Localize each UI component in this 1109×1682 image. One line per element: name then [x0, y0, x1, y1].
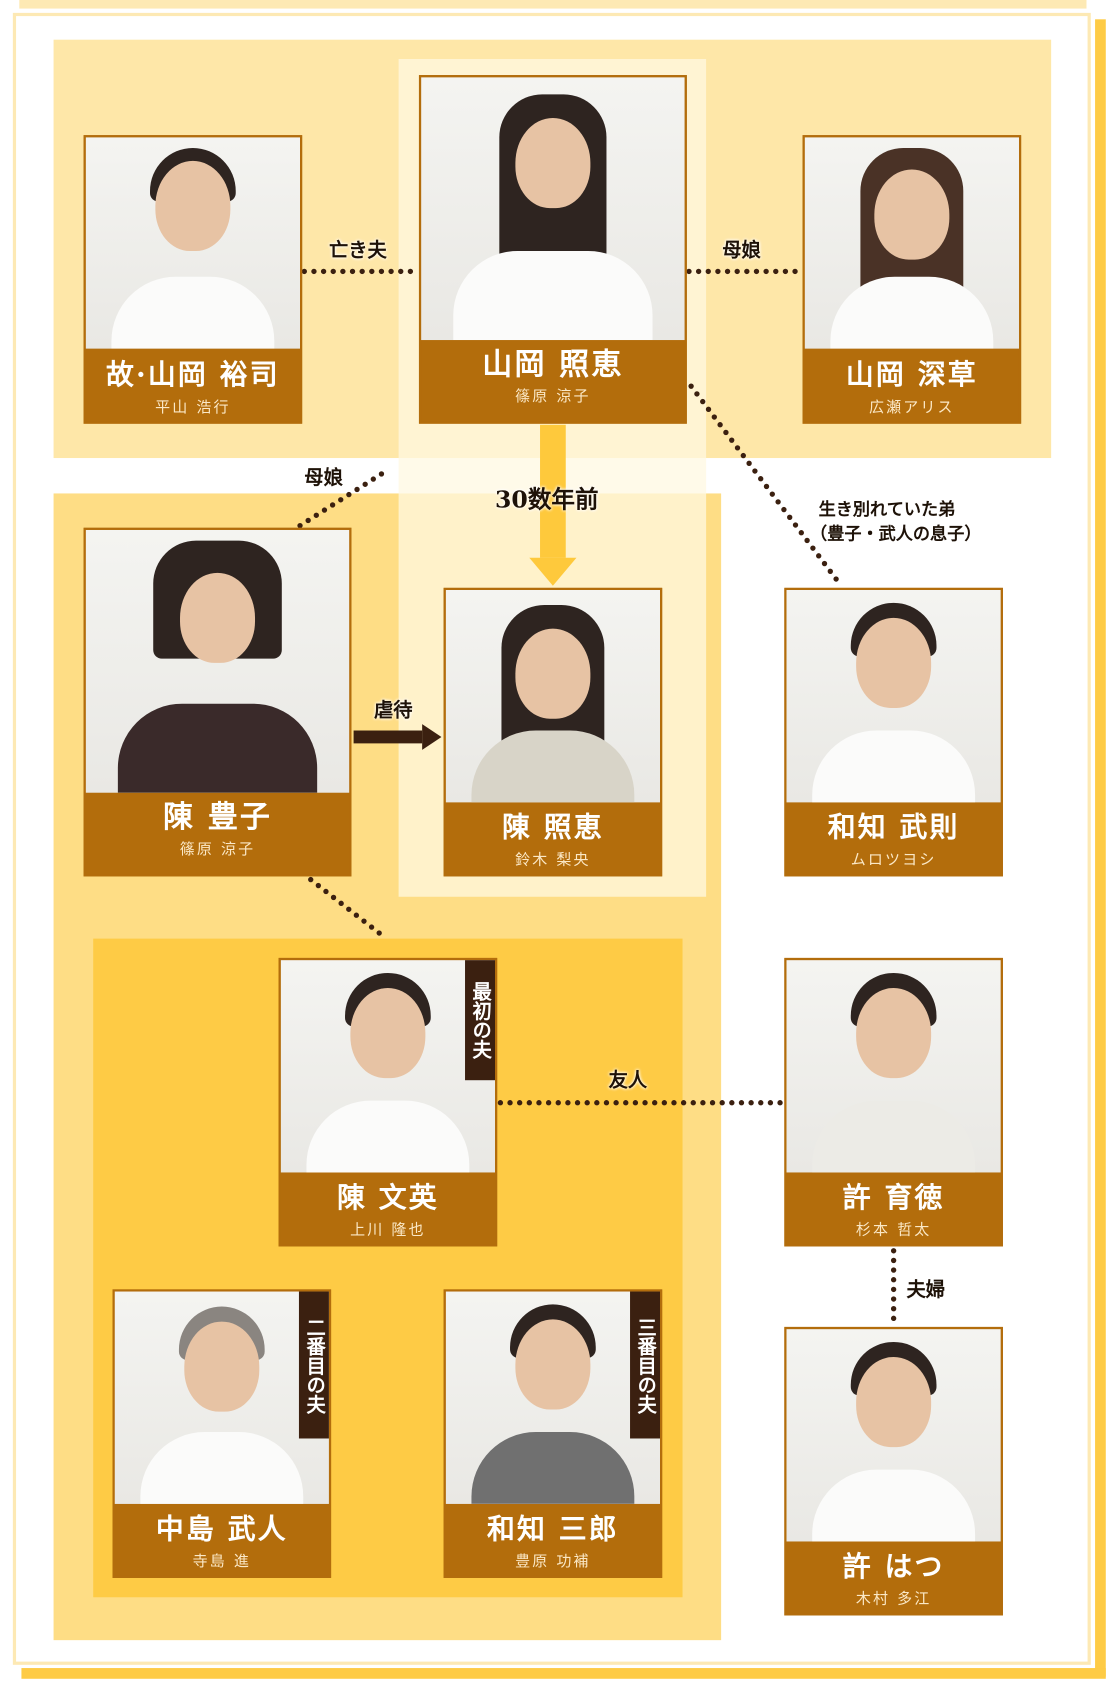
years-arrow-head: [529, 557, 577, 586]
role-tag: 三番目の夫: [630, 1291, 661, 1439]
character-name: 陳 豊子: [163, 799, 273, 835]
portrait: [114, 1291, 329, 1504]
frame-decoration: [1095, 19, 1106, 1677]
label-married: 夫婦: [906, 1278, 946, 1302]
actor-name: 杉本 哲太: [855, 1221, 932, 1239]
character-card-saburo[interactable]: 三番目の夫 和知 三郎豊原 功補: [443, 1289, 663, 1578]
character-card-takenori[interactable]: 和知 武則ムロツヨシ: [784, 587, 1003, 877]
character-card-toyoko[interactable]: 陳 豊子篠原 涼子: [83, 527, 352, 877]
portrait: [421, 77, 685, 341]
portrait: [445, 589, 661, 803]
character-card-miku[interactable]: 山岡 深草広瀬アリス: [802, 135, 1022, 424]
character-name: 許 育徳: [842, 1182, 945, 1215]
abuse-arrow-head: [422, 724, 442, 750]
character-name: 山岡 深草: [845, 359, 978, 392]
character-card-fumihide[interactable]: 最初の夫 陳 文英上川 隆也: [278, 957, 498, 1247]
years-arrow-shaft: [540, 424, 566, 558]
character-name: 許 はつ: [842, 1551, 945, 1584]
character-name: 故·山岡 裕司: [106, 359, 280, 392]
actor-name: 鈴木 梨央: [515, 851, 591, 869]
character-card-yuji[interactable]: 故·山岡 裕司平山 浩行: [83, 135, 303, 424]
actor-name: 広瀬アリス: [868, 399, 955, 417]
actor-name: 寺島 進: [192, 1553, 251, 1571]
label-abuse: 虐待: [373, 699, 413, 722]
label-brother-note: （豊子・武人の息子）: [810, 523, 982, 544]
character-name: 陳 照恵: [501, 812, 604, 845]
portrait: [804, 137, 1019, 349]
mother-daughter-line-2: [297, 467, 391, 529]
character-card-teruko-child[interactable]: 陳 照恵鈴木 梨央: [443, 587, 663, 877]
role-tag: 最初の夫: [465, 960, 496, 1081]
character-card-hatsu[interactable]: 許 はつ木村 多江: [784, 1326, 1003, 1616]
character-card-taketo[interactable]: 二番目の夫 中島 武人寺島 進: [112, 1289, 332, 1578]
character-name: 和知 武則: [827, 812, 960, 845]
character-name: 陳 文英: [336, 1182, 439, 1215]
portrait: [786, 1329, 1001, 1542]
label-mother-daughter-2: 母娘: [304, 466, 343, 490]
abuse-arrow-shaft: [353, 730, 423, 744]
character-card-ikutoku[interactable]: 許 育徳杉本 哲太: [784, 957, 1003, 1247]
character-card-teruko[interactable]: 山岡 照恵篠原 涼子: [418, 75, 687, 424]
portrait: [786, 960, 1001, 1173]
portrait: [85, 137, 301, 349]
portrait: [280, 960, 496, 1173]
label-years-ago: 30数年前: [495, 485, 599, 514]
actor-name: ムロツヨシ: [850, 851, 937, 869]
brother-line: [688, 383, 844, 589]
character-name: 山岡 照恵: [482, 346, 624, 382]
actor-name: 木村 多江: [855, 1590, 932, 1608]
portrait: [786, 589, 1001, 803]
character-name: 中島 武人: [155, 1513, 288, 1546]
actor-name: 豊原 功補: [515, 1553, 591, 1571]
portrait: [445, 1291, 661, 1504]
label-late-husband: 亡き夫: [328, 239, 387, 262]
role-tag: 二番目の夫: [298, 1291, 329, 1439]
frame-decoration: [19, 0, 1087, 9]
label-brother: 生き別れていた弟: [818, 498, 956, 520]
character-name: 和知 三郎: [486, 1513, 619, 1546]
actor-name: 平山 浩行: [155, 399, 231, 417]
actor-name: 篠原 涼子: [179, 840, 256, 859]
toyoko-fumihide-line: [308, 876, 387, 940]
actor-name: 上川 隆也: [350, 1221, 426, 1239]
label-friend: 友人: [608, 1069, 648, 1093]
actor-name: 篠原 涼子: [515, 388, 591, 406]
label-mother-daughter: 母娘: [722, 239, 761, 262]
portrait: [85, 529, 350, 793]
frame-decoration: [21, 1668, 1106, 1679]
